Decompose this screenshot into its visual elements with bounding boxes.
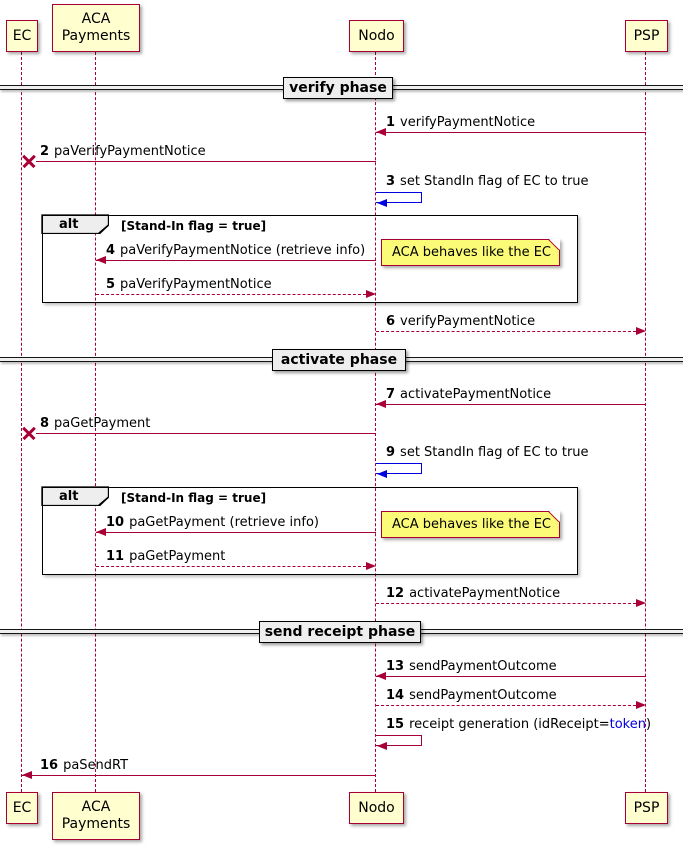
message-9-self-arrow xyxy=(376,463,422,474)
alt-operator-label: alt xyxy=(59,217,79,232)
participant-label: Nodo xyxy=(358,799,395,816)
divider-label-text: send receipt phase xyxy=(264,624,416,640)
arrowhead-left-icon xyxy=(377,199,387,207)
message-2-arrow xyxy=(36,161,376,162)
participant-aca-bottom: ACA Payments xyxy=(52,792,140,840)
message-10-arrow xyxy=(96,532,376,533)
lifeline-nodo xyxy=(375,52,376,792)
message-4-arrow xyxy=(96,260,376,261)
arrowhead-left-icon xyxy=(376,400,386,408)
lifeline-aca xyxy=(95,52,96,792)
arrowhead-left-icon xyxy=(376,128,386,136)
alt-fragment-activate: alt [Stand-In flag = true] xyxy=(41,486,578,575)
participant-label: Nodo xyxy=(358,27,395,44)
arrowhead-left-icon xyxy=(96,528,106,536)
alt-guard-label: [Stand-In flag = true] xyxy=(121,219,267,233)
participant-aca-top: ACA Payments xyxy=(52,4,140,52)
token-link[interactable]: token xyxy=(609,717,646,732)
divider-label-text: activate phase xyxy=(280,352,398,368)
arrowhead-right-icon xyxy=(366,562,376,570)
divider-label-text: verify phase xyxy=(289,80,387,96)
note-text: ACA behaves like the EC xyxy=(392,517,551,532)
participant-label: EC xyxy=(12,27,32,44)
arrowhead-left-icon xyxy=(376,672,386,680)
divider-activate-phase: activate phase xyxy=(272,349,406,371)
participant-label: Payments xyxy=(61,28,131,44)
message-11-arrow xyxy=(96,566,366,567)
message-1-arrow xyxy=(376,132,646,133)
note-aca-behaves-2: ACA behaves like the EC xyxy=(381,510,560,538)
message-7-arrow xyxy=(376,404,646,405)
lifeline-psp xyxy=(645,52,646,792)
alt-operator-tab xyxy=(41,486,110,507)
participant-psp-top: PSP xyxy=(625,20,668,52)
arrowhead-left-icon xyxy=(377,742,387,750)
alt-guard-label: [Stand-In flag = true] xyxy=(121,491,267,505)
participant-label: Payments xyxy=(61,816,131,832)
lost-message-x-icon xyxy=(22,154,36,168)
participant-label: PSP xyxy=(633,799,660,816)
alt-operator-label: alt xyxy=(59,489,79,504)
alt-operator-tab xyxy=(41,214,110,235)
message-14-arrow xyxy=(376,705,636,706)
alt-fragment-verify: alt [Stand-In flag = true] xyxy=(41,214,578,303)
divider-verify-phase: verify phase xyxy=(283,77,393,99)
participant-label: ACA xyxy=(81,799,111,815)
arrowhead-left-icon xyxy=(22,771,32,779)
divider-send-receipt-phase: send receipt phase xyxy=(259,621,421,643)
lost-message-x-icon xyxy=(22,426,36,440)
participant-nodo-top: Nodo xyxy=(349,20,404,52)
participant-ec-top: EC xyxy=(6,20,38,52)
message-6-arrow xyxy=(376,331,636,332)
note-aca-behaves-1: ACA behaves like the EC xyxy=(381,238,560,266)
participant-ec-bottom: EC xyxy=(6,792,38,824)
arrowhead-left-icon xyxy=(96,256,106,264)
arrowhead-right-icon xyxy=(366,290,376,298)
participant-label: ACA xyxy=(81,11,111,27)
message-13-arrow xyxy=(376,676,646,677)
lifeline-ec xyxy=(21,52,22,792)
message-8-arrow xyxy=(36,433,376,434)
participant-psp-bottom: PSP xyxy=(625,792,668,824)
participant-nodo-bottom: Nodo xyxy=(349,792,404,824)
message-5-arrow xyxy=(96,294,366,295)
arrowhead-right-icon xyxy=(636,701,646,709)
participant-label: EC xyxy=(12,799,32,816)
message-3-self-arrow xyxy=(376,192,422,203)
message-12-arrow xyxy=(376,603,636,604)
arrowhead-left-icon xyxy=(377,470,387,478)
arrowhead-right-icon xyxy=(636,327,646,335)
participant-label: PSP xyxy=(633,27,660,44)
arrowhead-right-icon xyxy=(636,599,646,607)
message-16-arrow xyxy=(22,775,376,776)
note-text: ACA behaves like the EC xyxy=(392,245,551,260)
message-15-self-arrow xyxy=(376,735,422,746)
